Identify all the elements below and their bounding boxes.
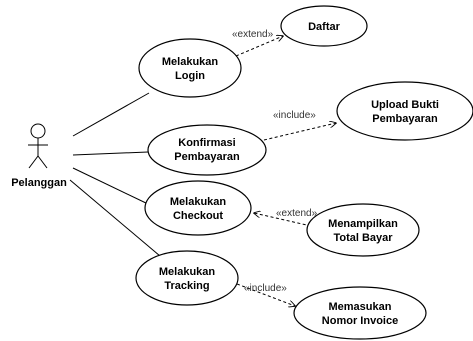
association-checkout (72, 167, 149, 205)
use-case-menampilkan-line1: Menampilkan (328, 218, 398, 230)
use-case-upload-line1: Upload Bukti (371, 99, 439, 111)
use-case-konfirmasi-line2: Pembayaran (174, 151, 240, 163)
use-case-upload: Upload Bukti Pembayaran (336, 81, 473, 141)
stereotype-konfirmasi-upload: «include» (273, 110, 316, 121)
use-case-login-line2: Login (175, 70, 205, 82)
include-tracking-invoice (236, 283, 295, 306)
use-case-invoice: Memasukan Nomor Invoice (293, 286, 427, 340)
use-case-daftar: Daftar (280, 5, 368, 47)
use-case-tracking: Melakukan Tracking (135, 250, 239, 306)
use-case-invoice-line1: Memasukan (329, 301, 392, 313)
use-case-konfirmasi: Konfirmasi Pembayaran (147, 124, 267, 176)
actor-stick-figure (28, 123, 48, 169)
association-tracking (69, 179, 161, 257)
use-case-menampilkan-line2: Total Bayar (333, 232, 393, 244)
use-case-checkout-line2: Checkout (173, 210, 223, 222)
actor-label: Pelanggan (11, 177, 67, 189)
stereotype-checkout-menampilkan: «extend» (276, 208, 318, 219)
include-konfirmasi-upload (263, 123, 336, 141)
association-konfirmasi (72, 151, 149, 156)
use-case-daftar-line1: Daftar (308, 21, 341, 33)
use-case-login: Melakukan Login (138, 38, 242, 98)
association-login (72, 92, 150, 137)
use-case-checkout: Melakukan Checkout (144, 180, 252, 236)
use-case-upload-line2: Pembayaran (372, 113, 438, 125)
use-case-menampilkan: Menampilkan Total Bayar (306, 203, 420, 257)
use-case-konfirmasi-line1: Konfirmasi (178, 137, 235, 149)
use-case-invoice-line2: Nomor Invoice (322, 315, 398, 327)
stereotype-tracking-invoice: «include» (244, 283, 287, 294)
extend-menampilkan-checkout (254, 213, 312, 227)
use-case-login-line1: Melakukan (162, 56, 219, 68)
stereotype-login-daftar: «extend» (232, 29, 274, 40)
use-case-tracking-line1: Melakukan (159, 266, 216, 278)
use-case-tracking-line2: Tracking (164, 280, 209, 292)
use-case-checkout-line1: Melakukan (170, 196, 227, 208)
